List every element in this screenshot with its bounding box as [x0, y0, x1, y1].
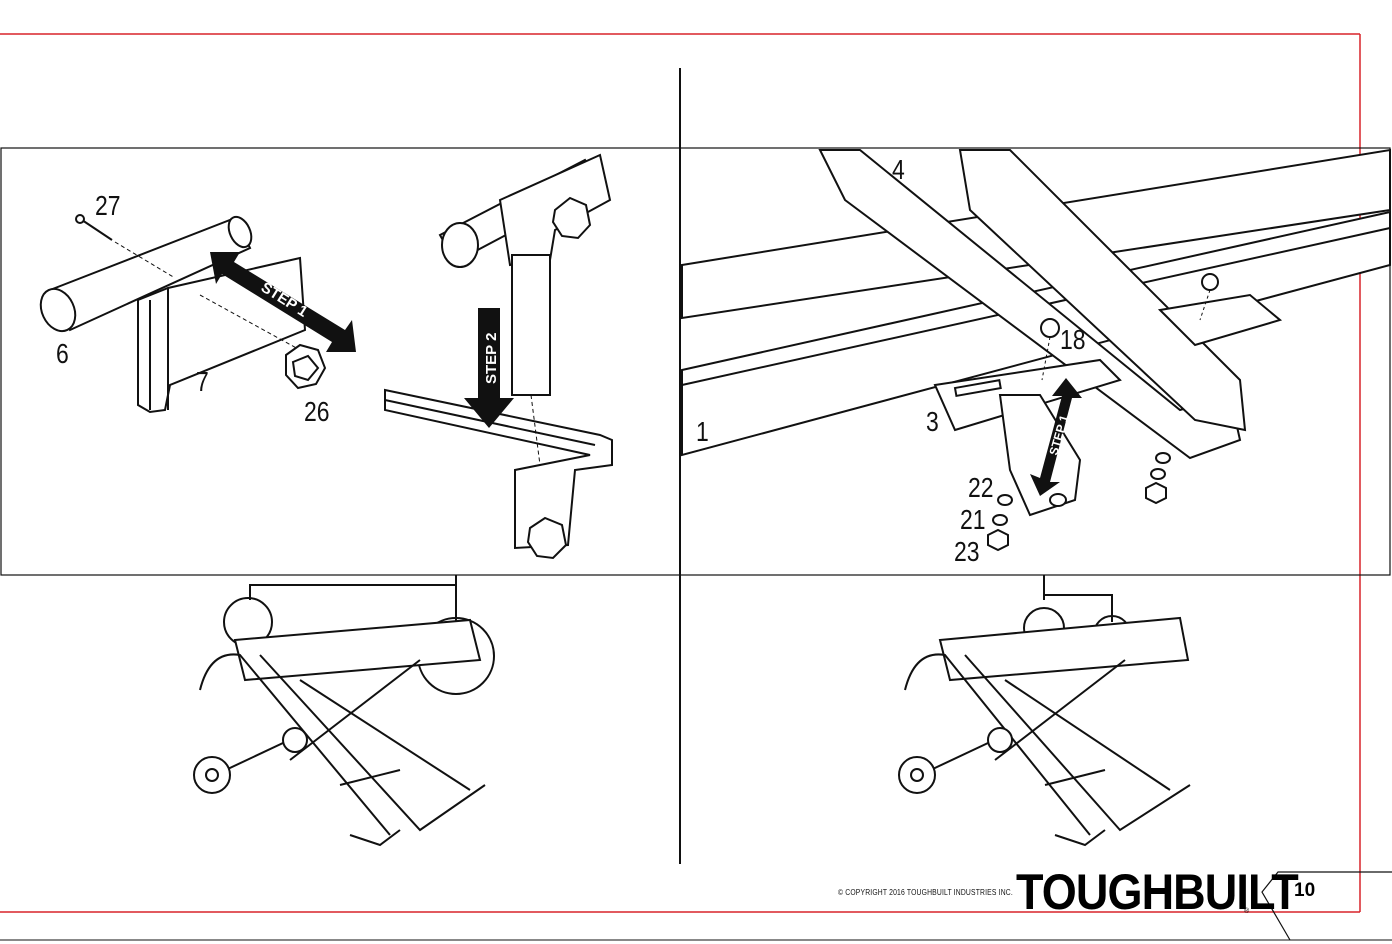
callout-part-23: 23	[954, 538, 980, 566]
callout-part-7: 7	[196, 368, 209, 396]
copyright-notice: © COPYRIGHT 2016 TOUGHBUILT INDUSTRIES I…	[838, 888, 1013, 897]
stand-overview-left	[194, 575, 494, 845]
callout-part-1: 1	[696, 418, 709, 446]
leg-tube	[512, 255, 550, 395]
toughbuilt-logo: TOUGHBUILT	[1016, 868, 1298, 916]
callout-part-22: 22	[968, 474, 994, 502]
callout-part-21: 21	[960, 506, 986, 534]
callout-part-3: 3	[926, 408, 939, 436]
callout-part-18: 18	[1060, 326, 1086, 354]
callout-part-27: 27	[95, 192, 121, 220]
step-2-arrow-label: STEP 2	[483, 333, 500, 384]
registered-mark: ®	[1244, 908, 1249, 915]
callout-part-4: 4	[892, 156, 905, 184]
callout-part-6: 6	[56, 340, 69, 368]
callout-part-26: 26	[304, 398, 330, 426]
page-number: 10	[1294, 880, 1315, 902]
stand-overview-right	[899, 575, 1190, 845]
knob-part-26	[286, 345, 325, 388]
